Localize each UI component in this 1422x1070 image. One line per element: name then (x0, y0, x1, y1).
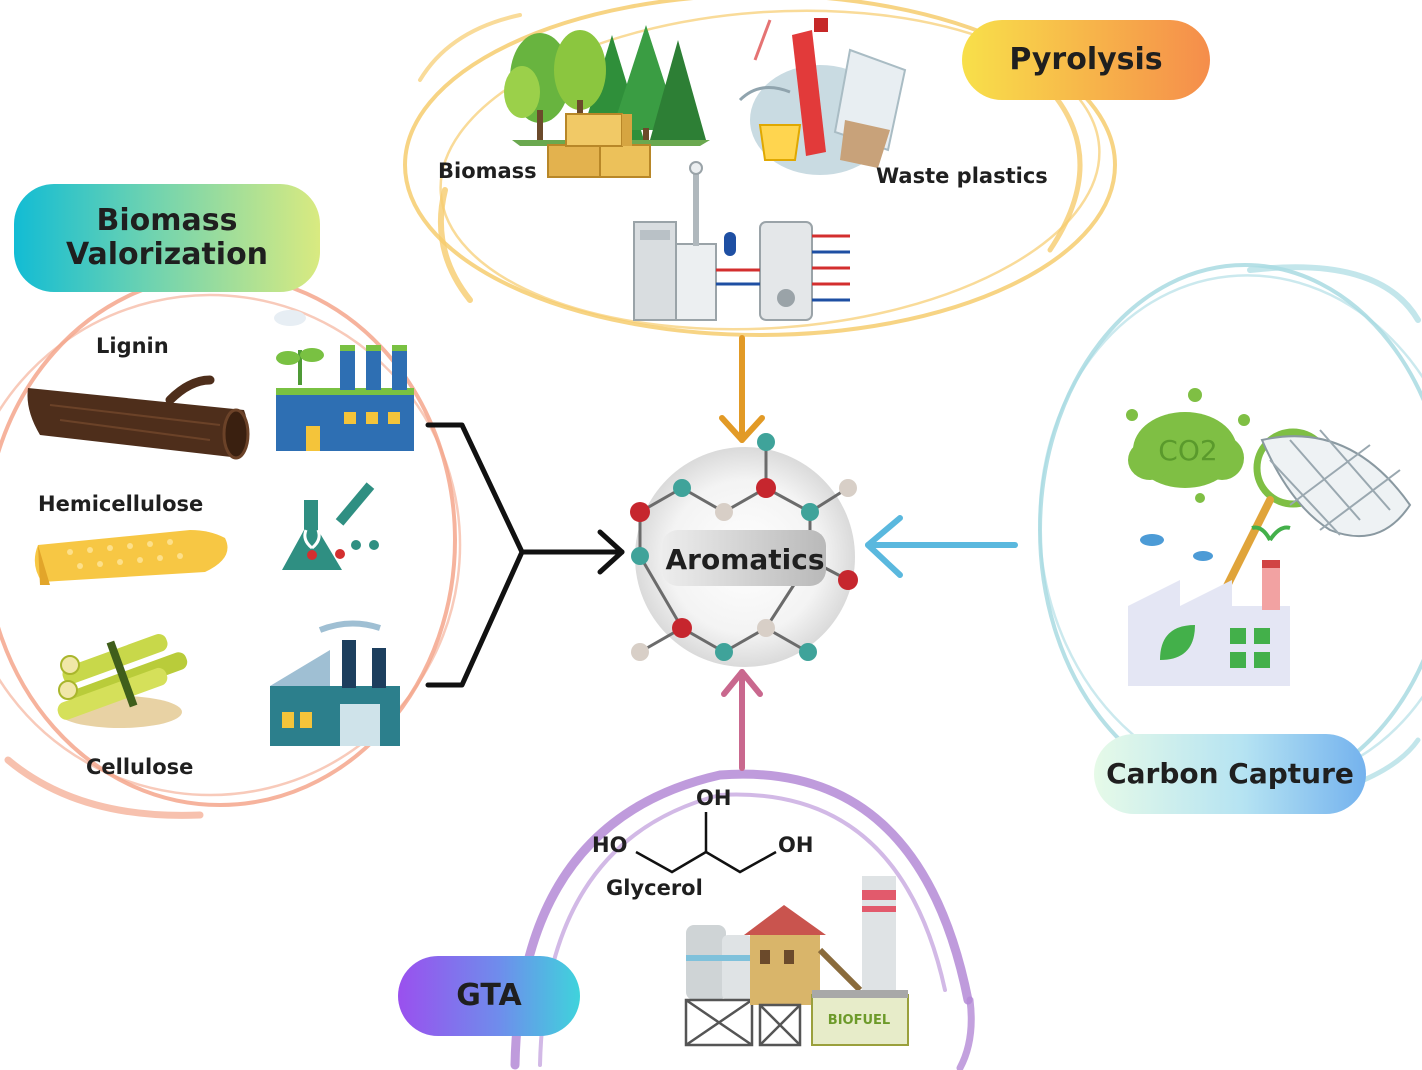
hemicellulose-label: Hemicellulose (38, 492, 204, 516)
sugarcane-icon (57, 633, 188, 728)
pyrolysis-title: Pyrolysis (962, 20, 1210, 100)
glycerol-structure (635, 812, 777, 874)
aromatic-molecule (630, 433, 858, 667)
pyrolysis-plant-icon (633, 161, 850, 321)
corn-icon (34, 530, 228, 585)
cellulose-label: Cellulose (86, 755, 194, 779)
lab-flask-icon (282, 482, 379, 570)
carbon-capture-arrow (865, 515, 1018, 578)
waste-plastics-icon (738, 18, 907, 175)
biomass-feed-label: Biomass (438, 159, 537, 183)
gta-title: GTA (398, 956, 580, 1036)
glycerol-ho-left: HO (592, 833, 628, 857)
waste-plastics-label: Waste plastics (876, 164, 1048, 188)
lignin-label: Lignin (96, 334, 169, 358)
glycerol-oh-top: OH (696, 786, 732, 810)
biofuel-sign: BIOFUEL (828, 1013, 890, 1028)
gta-arrow (721, 669, 763, 771)
log-icon (27, 375, 250, 460)
hay-bales-icon (547, 113, 651, 178)
glycerol-oh-right: OH (778, 833, 814, 857)
carbon-capture-title: Carbon Capture (1094, 734, 1366, 814)
pyrolysis-arrow (719, 335, 765, 443)
green-factory-icon (274, 310, 414, 451)
industrial-factory-icon (270, 620, 400, 746)
biomass-valorization-title: Biomass Valorization (14, 184, 320, 292)
biomass-arrow (425, 422, 625, 688)
pyrolysis-ring (403, 0, 1117, 337)
gta-ring (510, 769, 975, 1070)
capture-factory-icon (1128, 525, 1291, 686)
aromatics-label: Aromatics (665, 543, 824, 576)
co2-label: CO2 (1158, 434, 1217, 467)
glycerol-label: Glycerol (606, 876, 703, 900)
capture-net-icon (1216, 428, 1412, 604)
co2-cloud-icon (1126, 388, 1250, 503)
biorefinery-icon (684, 876, 909, 1047)
